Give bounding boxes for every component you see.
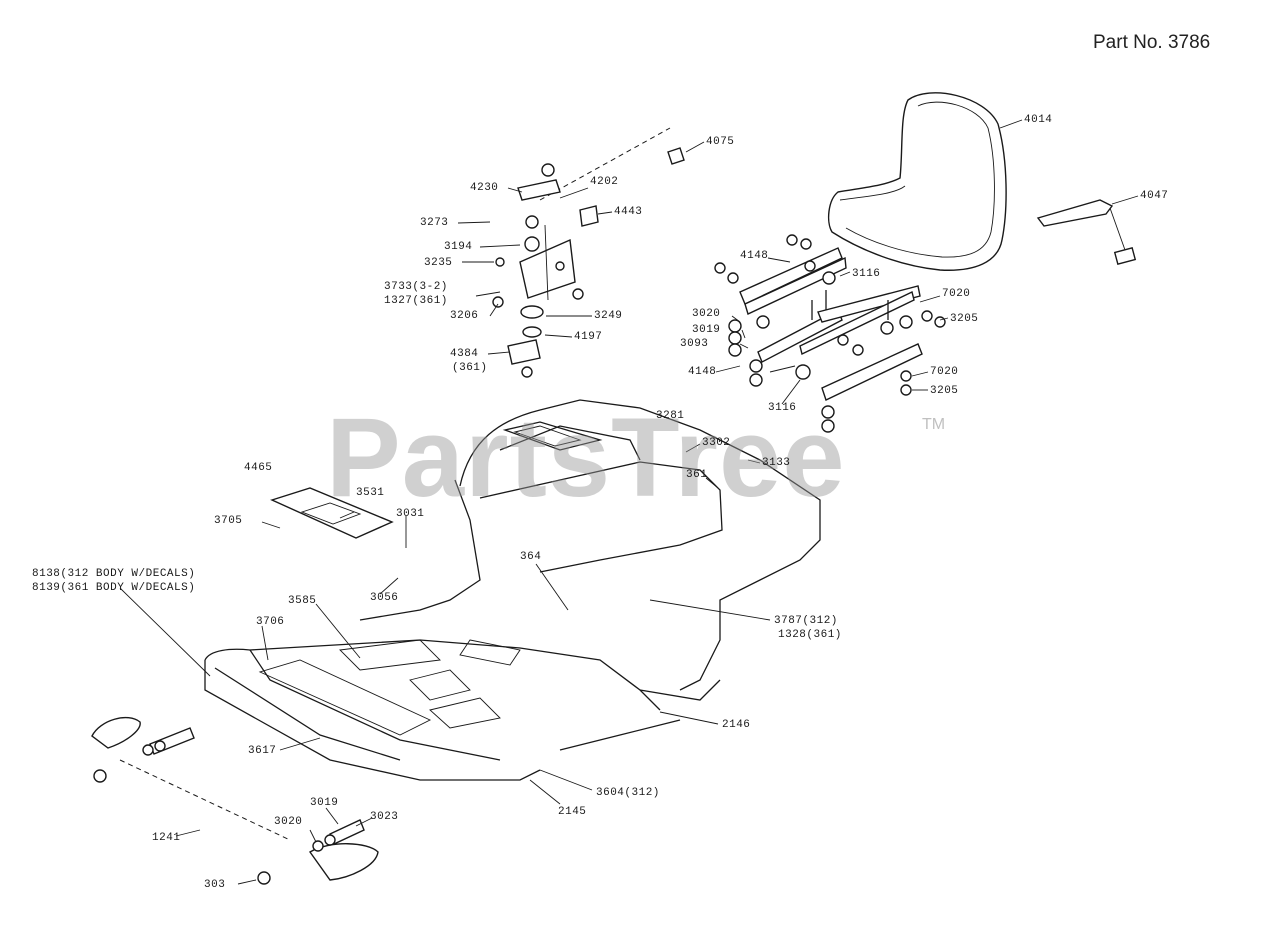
callout-4384: 4384 <box>450 348 479 360</box>
seat <box>827 92 1007 271</box>
callout-3705: 3705 <box>214 515 243 527</box>
callout-3019-pedal: 3019 <box>310 797 339 809</box>
seat-lever <box>1036 199 1137 265</box>
callout-3116-lower: 3116 <box>768 402 797 414</box>
callout-8139-body: 8139(361 BODY W/DECALS) <box>32 582 196 594</box>
callout-364: 364 <box>520 551 542 563</box>
callout-4148-lower: 4148 <box>688 366 717 378</box>
callout-3023: 3023 <box>370 811 399 823</box>
callout-3116-upper: 3116 <box>852 268 881 280</box>
callout-3205-upper: 3205 <box>950 313 979 325</box>
callout-3205-lower: 3205 <box>930 385 959 397</box>
callout-1241: 1241 <box>152 832 181 844</box>
leader-lines <box>119 119 1139 885</box>
pedal-assembly <box>91 717 379 885</box>
callout-4197: 4197 <box>574 331 603 343</box>
callout-4014: 4014 <box>1024 114 1053 126</box>
callout-1327: 1327(361) <box>384 295 448 307</box>
seat-rail-assembly <box>714 234 946 433</box>
callout-2146: 2146 <box>722 719 751 731</box>
callout-4047: 4047 <box>1140 190 1169 202</box>
callout-3249: 3249 <box>594 310 623 322</box>
callout-3020-pedal: 3020 <box>274 816 303 828</box>
callout-4075: 4075 <box>706 136 735 148</box>
callout-3020-rail: 3020 <box>692 308 721 320</box>
callout-4465: 4465 <box>244 462 273 474</box>
callout-3019-rail: 3019 <box>692 324 721 336</box>
floor-plate <box>270 487 394 539</box>
callout-3031: 3031 <box>396 508 425 520</box>
watermark-logo: PartsTree <box>326 395 846 520</box>
callout-4202: 4202 <box>590 176 619 188</box>
callout-3235: 3235 <box>424 257 453 269</box>
callout-2145: 2145 <box>558 806 587 818</box>
tractor-body <box>204 399 821 781</box>
callout-3733: 3733(3-2) <box>384 281 448 293</box>
callout-3206: 3206 <box>450 310 479 322</box>
callout-4443: 4443 <box>614 206 643 218</box>
callout-3531: 3531 <box>356 487 385 499</box>
callout-8138-body: 8138(312 BODY W/DECALS) <box>32 568 196 580</box>
callout-3056: 3056 <box>370 592 399 604</box>
callout-1328: 1328(361) <box>778 629 842 641</box>
callout-3604: 3604(312) <box>596 787 660 799</box>
callout-3787: 3787(312) <box>774 615 838 627</box>
callout-303: 303 <box>204 879 226 891</box>
callout-3706: 3706 <box>256 616 285 628</box>
callout-3585: 3585 <box>288 595 317 607</box>
callout-3617: 3617 <box>248 745 277 757</box>
callout-4230: 4230 <box>470 182 499 194</box>
bracket-assembly <box>492 127 685 378</box>
callout-3281: 3281 <box>656 410 685 422</box>
callout-7020-upper: 7020 <box>942 288 971 300</box>
callout-3302: 3302 <box>702 437 731 449</box>
callout-361-body: 361 <box>686 469 708 481</box>
callout-3273: 3273 <box>420 217 449 229</box>
callout-3093: 3093 <box>680 338 709 350</box>
part-number: Part No. 3786 <box>1093 32 1211 53</box>
callout-7020-lower: 7020 <box>930 366 959 378</box>
trademark-symbol: TM <box>922 416 946 433</box>
callout-3194: 3194 <box>444 241 473 253</box>
callout-4148-upper: 4148 <box>740 250 769 262</box>
callout-361-steering: (361) <box>452 362 488 374</box>
callout-3133: 3133 <box>762 457 791 469</box>
